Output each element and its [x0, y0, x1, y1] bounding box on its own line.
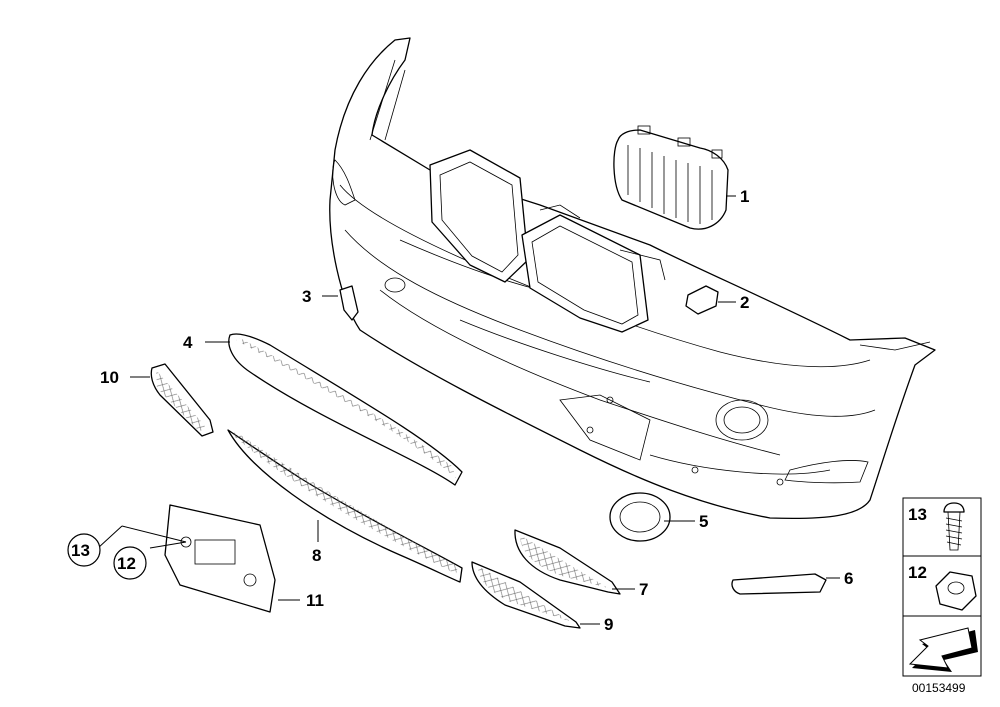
legend-item-13: 13 — [908, 505, 927, 524]
tow-hook-cover-right — [685, 285, 719, 315]
callout-13-circle — [67, 533, 101, 567]
callout-7: 7 — [639, 580, 648, 599]
document-number: 00153499 — [912, 681, 966, 695]
side-mesh-right-upper — [514, 529, 621, 595]
legend-item-12: 12 — [908, 563, 927, 582]
kidney-grille-part — [613, 125, 729, 230]
callout-10: 10 — [100, 368, 119, 387]
callout-12: 12 — [117, 554, 136, 573]
tow-hook-cover-left — [339, 285, 359, 321]
callout-6: 6 — [844, 569, 853, 588]
screw-icon — [943, 502, 965, 551]
arrow-icon — [908, 627, 978, 672]
callout-13: 13 — [71, 541, 90, 560]
callout-8: 8 — [312, 546, 321, 565]
callout-2: 2 — [740, 293, 749, 312]
callout-1: 1 — [740, 187, 749, 206]
reflector-strip — [731, 573, 827, 595]
callout-3: 3 — [302, 287, 311, 306]
grille-surround — [429, 149, 666, 333]
callout-12-circle — [113, 546, 147, 580]
upper-mesh-grille — [228, 333, 463, 486]
callout-4: 4 — [183, 333, 193, 352]
lower-mesh-grille — [227, 429, 463, 583]
fog-light-trim-ring — [609, 492, 671, 542]
leader-lines — [97, 195, 840, 625]
callout-9: 9 — [604, 615, 613, 634]
callout-5: 5 — [699, 512, 708, 531]
side-mesh-left — [150, 363, 214, 437]
nut-icon — [935, 571, 977, 611]
callout-11: 11 — [306, 591, 324, 610]
license-plate-holder — [164, 504, 276, 613]
side-mesh-right-lower — [471, 561, 581, 629]
